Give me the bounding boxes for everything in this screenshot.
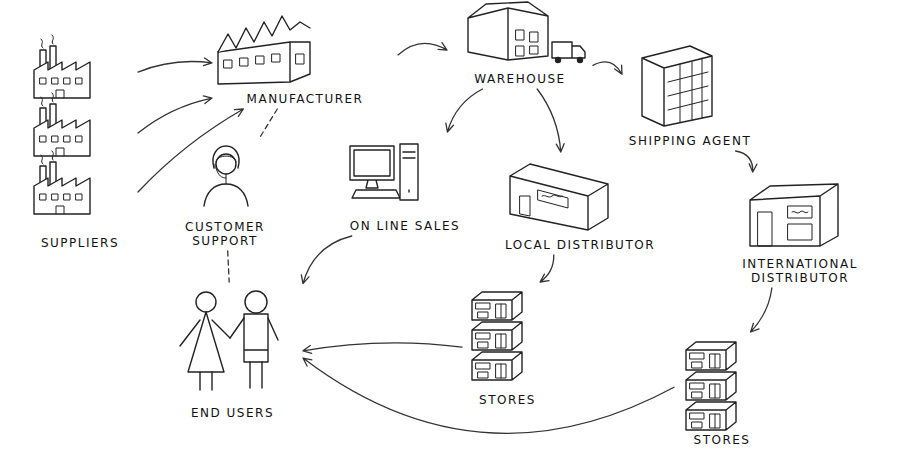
flow-arrow xyxy=(138,58,243,192)
node-label: STORES xyxy=(694,433,751,447)
dashed-link xyxy=(228,251,229,282)
connector-path xyxy=(303,358,674,433)
flow-arrow xyxy=(398,43,447,55)
node-label: INTERNATIONAL DISTRIBUTOR xyxy=(729,257,871,285)
computer-icon xyxy=(350,144,418,200)
dashed-link xyxy=(260,109,277,137)
node-label: LOCAL DISTRIBUTOR xyxy=(505,238,655,252)
connector-path xyxy=(537,89,564,152)
supplier-factories xyxy=(34,35,90,214)
entity-node: END USERS xyxy=(165,285,300,420)
node-label: END USERS xyxy=(191,406,274,420)
flow-arrow xyxy=(537,89,564,152)
connector-path xyxy=(138,58,212,72)
connector-path xyxy=(260,109,277,137)
connector-path xyxy=(398,43,447,55)
node-label: CUSTOMER SUPPORT xyxy=(176,220,274,248)
stores-group xyxy=(472,292,736,430)
flow-arrow xyxy=(736,151,757,172)
node-label: ON LINE SALES xyxy=(350,219,460,233)
manufacturer-building xyxy=(218,16,310,84)
flow-arrow xyxy=(540,255,554,282)
entity-node: MANUFACTURER xyxy=(215,22,395,106)
international-distributor-building xyxy=(750,184,838,246)
entity-node: WAREHOUSE xyxy=(450,0,590,86)
node-label: STORES xyxy=(479,393,536,407)
entity-node: ON LINE SALES xyxy=(335,135,475,233)
connector-path xyxy=(446,89,483,132)
support-agent-figure xyxy=(204,146,248,206)
flow-arrow xyxy=(593,62,622,74)
entity-node: INTERNATIONAL DISTRIBUTOR xyxy=(729,175,871,285)
connector-path xyxy=(303,343,462,353)
entity-node: LOCAL DISTRIBUTOR xyxy=(490,155,670,252)
flow-arrow xyxy=(751,288,772,332)
connector-path xyxy=(593,62,622,74)
connector-path xyxy=(228,251,229,282)
entity-node: STORES xyxy=(465,285,550,407)
connector-path xyxy=(736,151,757,172)
warehouse-building xyxy=(468,2,585,63)
connector-path xyxy=(301,236,351,284)
entity-node: STORES xyxy=(677,335,767,447)
connector-path xyxy=(751,288,772,332)
connector-path xyxy=(540,255,554,282)
end-user-figures xyxy=(180,291,278,390)
connector-path xyxy=(138,96,212,133)
flow-arrow xyxy=(446,89,483,132)
shipping-agent-building xyxy=(642,46,712,126)
flow-arrow xyxy=(303,358,674,433)
connector-path xyxy=(138,109,243,192)
node-label: MANUFACTURER xyxy=(247,92,364,106)
node-label: SHIPPING AGENT xyxy=(629,134,751,148)
node-label: WAREHOUSE xyxy=(474,72,565,86)
node-label: SUPPLIERS xyxy=(41,236,119,250)
entity-node: CUSTOMER SUPPORT xyxy=(176,140,274,248)
entity-node: SUPPLIERS xyxy=(25,38,135,250)
flow-arrow xyxy=(303,343,462,353)
flow-arrow xyxy=(301,236,351,284)
entity-node: SHIPPING AGENT xyxy=(625,42,755,148)
local-distributor-building xyxy=(510,164,608,230)
